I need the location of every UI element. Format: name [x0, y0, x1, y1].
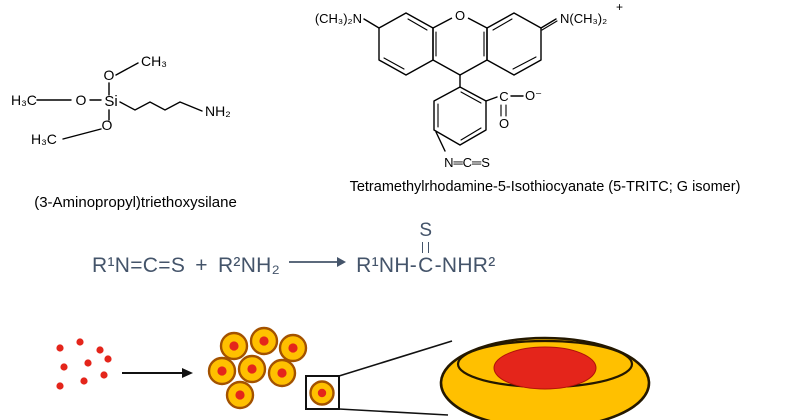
- bond: [363, 18, 380, 29]
- double-bond: [407, 18, 428, 31]
- nanoparticle: [207, 356, 237, 386]
- tritc-structure: (CH₃)₂N O N(CH₃)₂ + C O⁻ O N═C═S: [315, 2, 623, 170]
- nanoparticle: [219, 331, 249, 361]
- aptes-structure: CH₃ O H₃C O Si NH₂ O H₃C: [11, 53, 231, 147]
- bond: [540, 18, 557, 29]
- double-bond: [541, 20, 558, 31]
- dye-dot: [76, 338, 84, 346]
- atom-label: O: [455, 8, 465, 23]
- ring-right: [486, 12, 542, 76]
- dye-dot: [104, 355, 112, 363]
- bond: [115, 62, 139, 76]
- double-bond: [512, 56, 537, 70]
- atom-label-si: Si: [104, 93, 117, 110]
- bond: [435, 131, 446, 152]
- sulfur-label: S: [419, 220, 433, 241]
- atom-label: C: [499, 89, 508, 104]
- atom-label: CH₃: [141, 53, 167, 69]
- dye-dot: [84, 359, 92, 367]
- zoomed-nanoparticle: [439, 336, 651, 420]
- dye-dot: [60, 363, 68, 371]
- dye-dot: [80, 377, 88, 385]
- atom-label: O⁻: [525, 88, 542, 103]
- zoom-line-bottom: [338, 408, 449, 416]
- selected-nanoparticle: [305, 375, 340, 410]
- dye-dot: [56, 344, 64, 352]
- double-bond: [460, 91, 482, 104]
- nanoparticle-cluster: [207, 326, 308, 410]
- nanoparticle: [278, 333, 308, 363]
- bond: [62, 128, 102, 140]
- equation-arrow-icon: [289, 257, 347, 267]
- atom-label: NH₂: [205, 103, 231, 119]
- double-bond-icon: [422, 242, 430, 253]
- aptes-caption: (3-Aminopropyl)triethoxysilane: [34, 194, 237, 211]
- propyl-chain: [119, 101, 203, 112]
- phenyl-ring: [433, 86, 487, 146]
- particle-dye-core: [493, 346, 597, 390]
- thiourea-carbon-stack: S C: [418, 221, 433, 276]
- carbon-label: C: [418, 254, 434, 277]
- equation-lhs: R¹N=C=S + R²NH₂: [92, 254, 281, 277]
- double-bond: [460, 127, 482, 141]
- dye-dot: [96, 346, 104, 354]
- atom-label: H₃C: [11, 92, 37, 108]
- tritc-caption: Tetramethylrhodamine-5-Isothiocyanate (5…: [349, 179, 741, 195]
- atom-label: N═C═S: [444, 155, 490, 170]
- atom-label: O: [499, 116, 509, 131]
- atom-label: N(CH₃)₂: [560, 11, 607, 26]
- nanoparticle: [225, 380, 255, 410]
- zoom-line-top: [338, 340, 453, 377]
- nanoparticle: [237, 354, 267, 384]
- zoom-selection-box: [305, 375, 340, 410]
- dye-dot: [56, 382, 64, 390]
- double-bond: [492, 18, 513, 31]
- charge-label: +: [616, 2, 623, 14]
- product-right: -NHR²: [434, 254, 496, 277]
- dye-dot: [100, 371, 108, 379]
- nanoparticle: [249, 326, 279, 356]
- ring-left: [378, 12, 434, 76]
- assembly-schematic: [56, 326, 651, 420]
- atom-label: O: [104, 67, 115, 83]
- atom-label: O: [76, 92, 87, 108]
- atom-label: H₃C: [31, 131, 57, 147]
- bond: [485, 96, 498, 102]
- atom-label: (CH₃)₂N: [315, 11, 362, 26]
- nanoparticle: [267, 358, 297, 388]
- atom-label: O: [102, 117, 113, 133]
- free-dye-cluster: [56, 338, 112, 390]
- product-left: R¹NH-: [356, 254, 418, 277]
- double-bond: [383, 57, 405, 70]
- assembly-arrow-icon: [122, 368, 193, 378]
- reaction-equation: R¹N=C=S + R²NH₂ R¹NH- S C -NHR²: [92, 221, 496, 276]
- ring-middle: [432, 17, 488, 76]
